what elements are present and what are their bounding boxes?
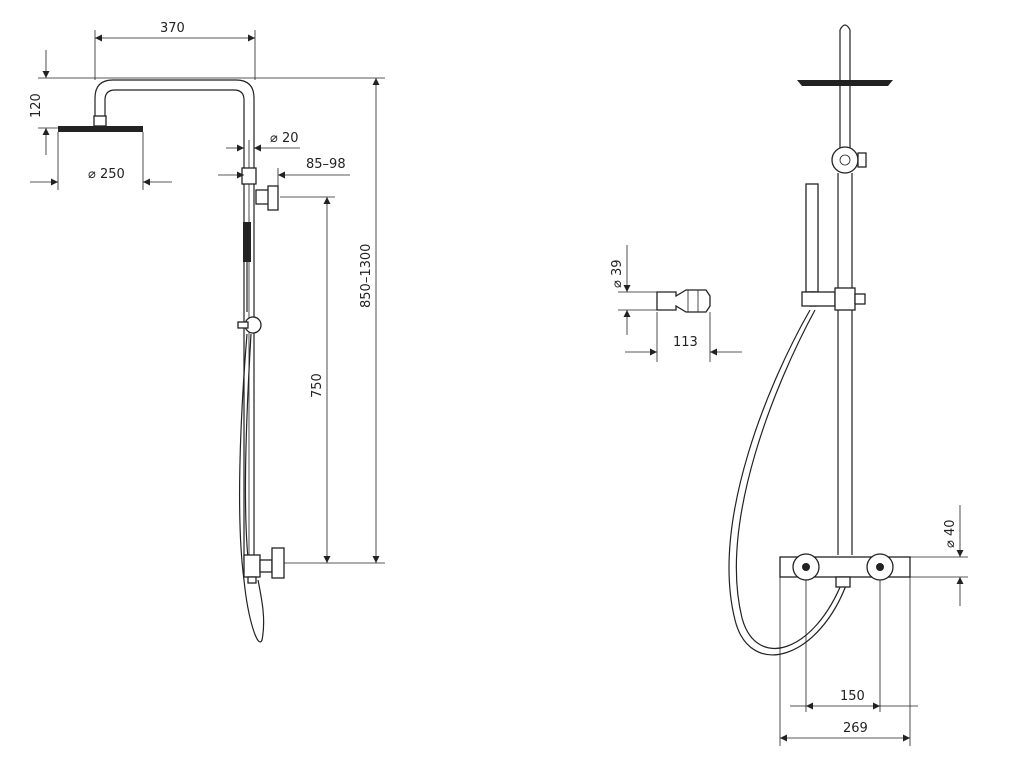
bottom-valve	[243, 554, 261, 578]
front-hand-shower	[805, 183, 819, 293]
arm-knob	[267, 185, 279, 211]
rain-shower-head	[58, 126, 143, 132]
front-rain-head	[797, 80, 893, 86]
dim-holder-length: 113	[673, 335, 698, 350]
hose	[238, 333, 265, 643]
dim-total-height: 850–1300	[359, 244, 374, 308]
overhead-arm	[94, 79, 255, 560]
dim-body-width: 269	[843, 721, 868, 736]
dim-bar-diameter: ⌀ 20	[270, 131, 299, 146]
dim-holder-diameter: ⌀ 39	[610, 259, 625, 288]
holder-body	[656, 289, 711, 313]
dim-top-width: 370	[160, 21, 185, 36]
head-connector	[93, 115, 107, 127]
front-slider	[801, 291, 836, 307]
dim-head-height: 120	[29, 93, 44, 118]
front-view: ⌀ 40 150 269	[728, 24, 968, 746]
dim-arm-offset: 85–98	[306, 157, 346, 172]
diverter	[831, 146, 859, 174]
dim-inlet-diameter: ⌀ 40	[943, 519, 958, 548]
dim-head-diameter: ⌀ 250	[88, 167, 125, 182]
hand-shower-grip	[243, 222, 251, 262]
holder-detail: ⌀ 39 113	[610, 245, 742, 362]
front-hose	[728, 309, 849, 656]
valve-knob	[271, 547, 285, 579]
side-view: 370 120 ⌀ 20 85–98 ⌀ 250 750 850–1300	[29, 21, 385, 643]
rail-clamp	[241, 167, 257, 185]
front-overhead-arm	[839, 24, 851, 150]
dim-hand-height: 750	[310, 373, 325, 398]
dim-inlet-spacing: 150	[840, 689, 865, 704]
